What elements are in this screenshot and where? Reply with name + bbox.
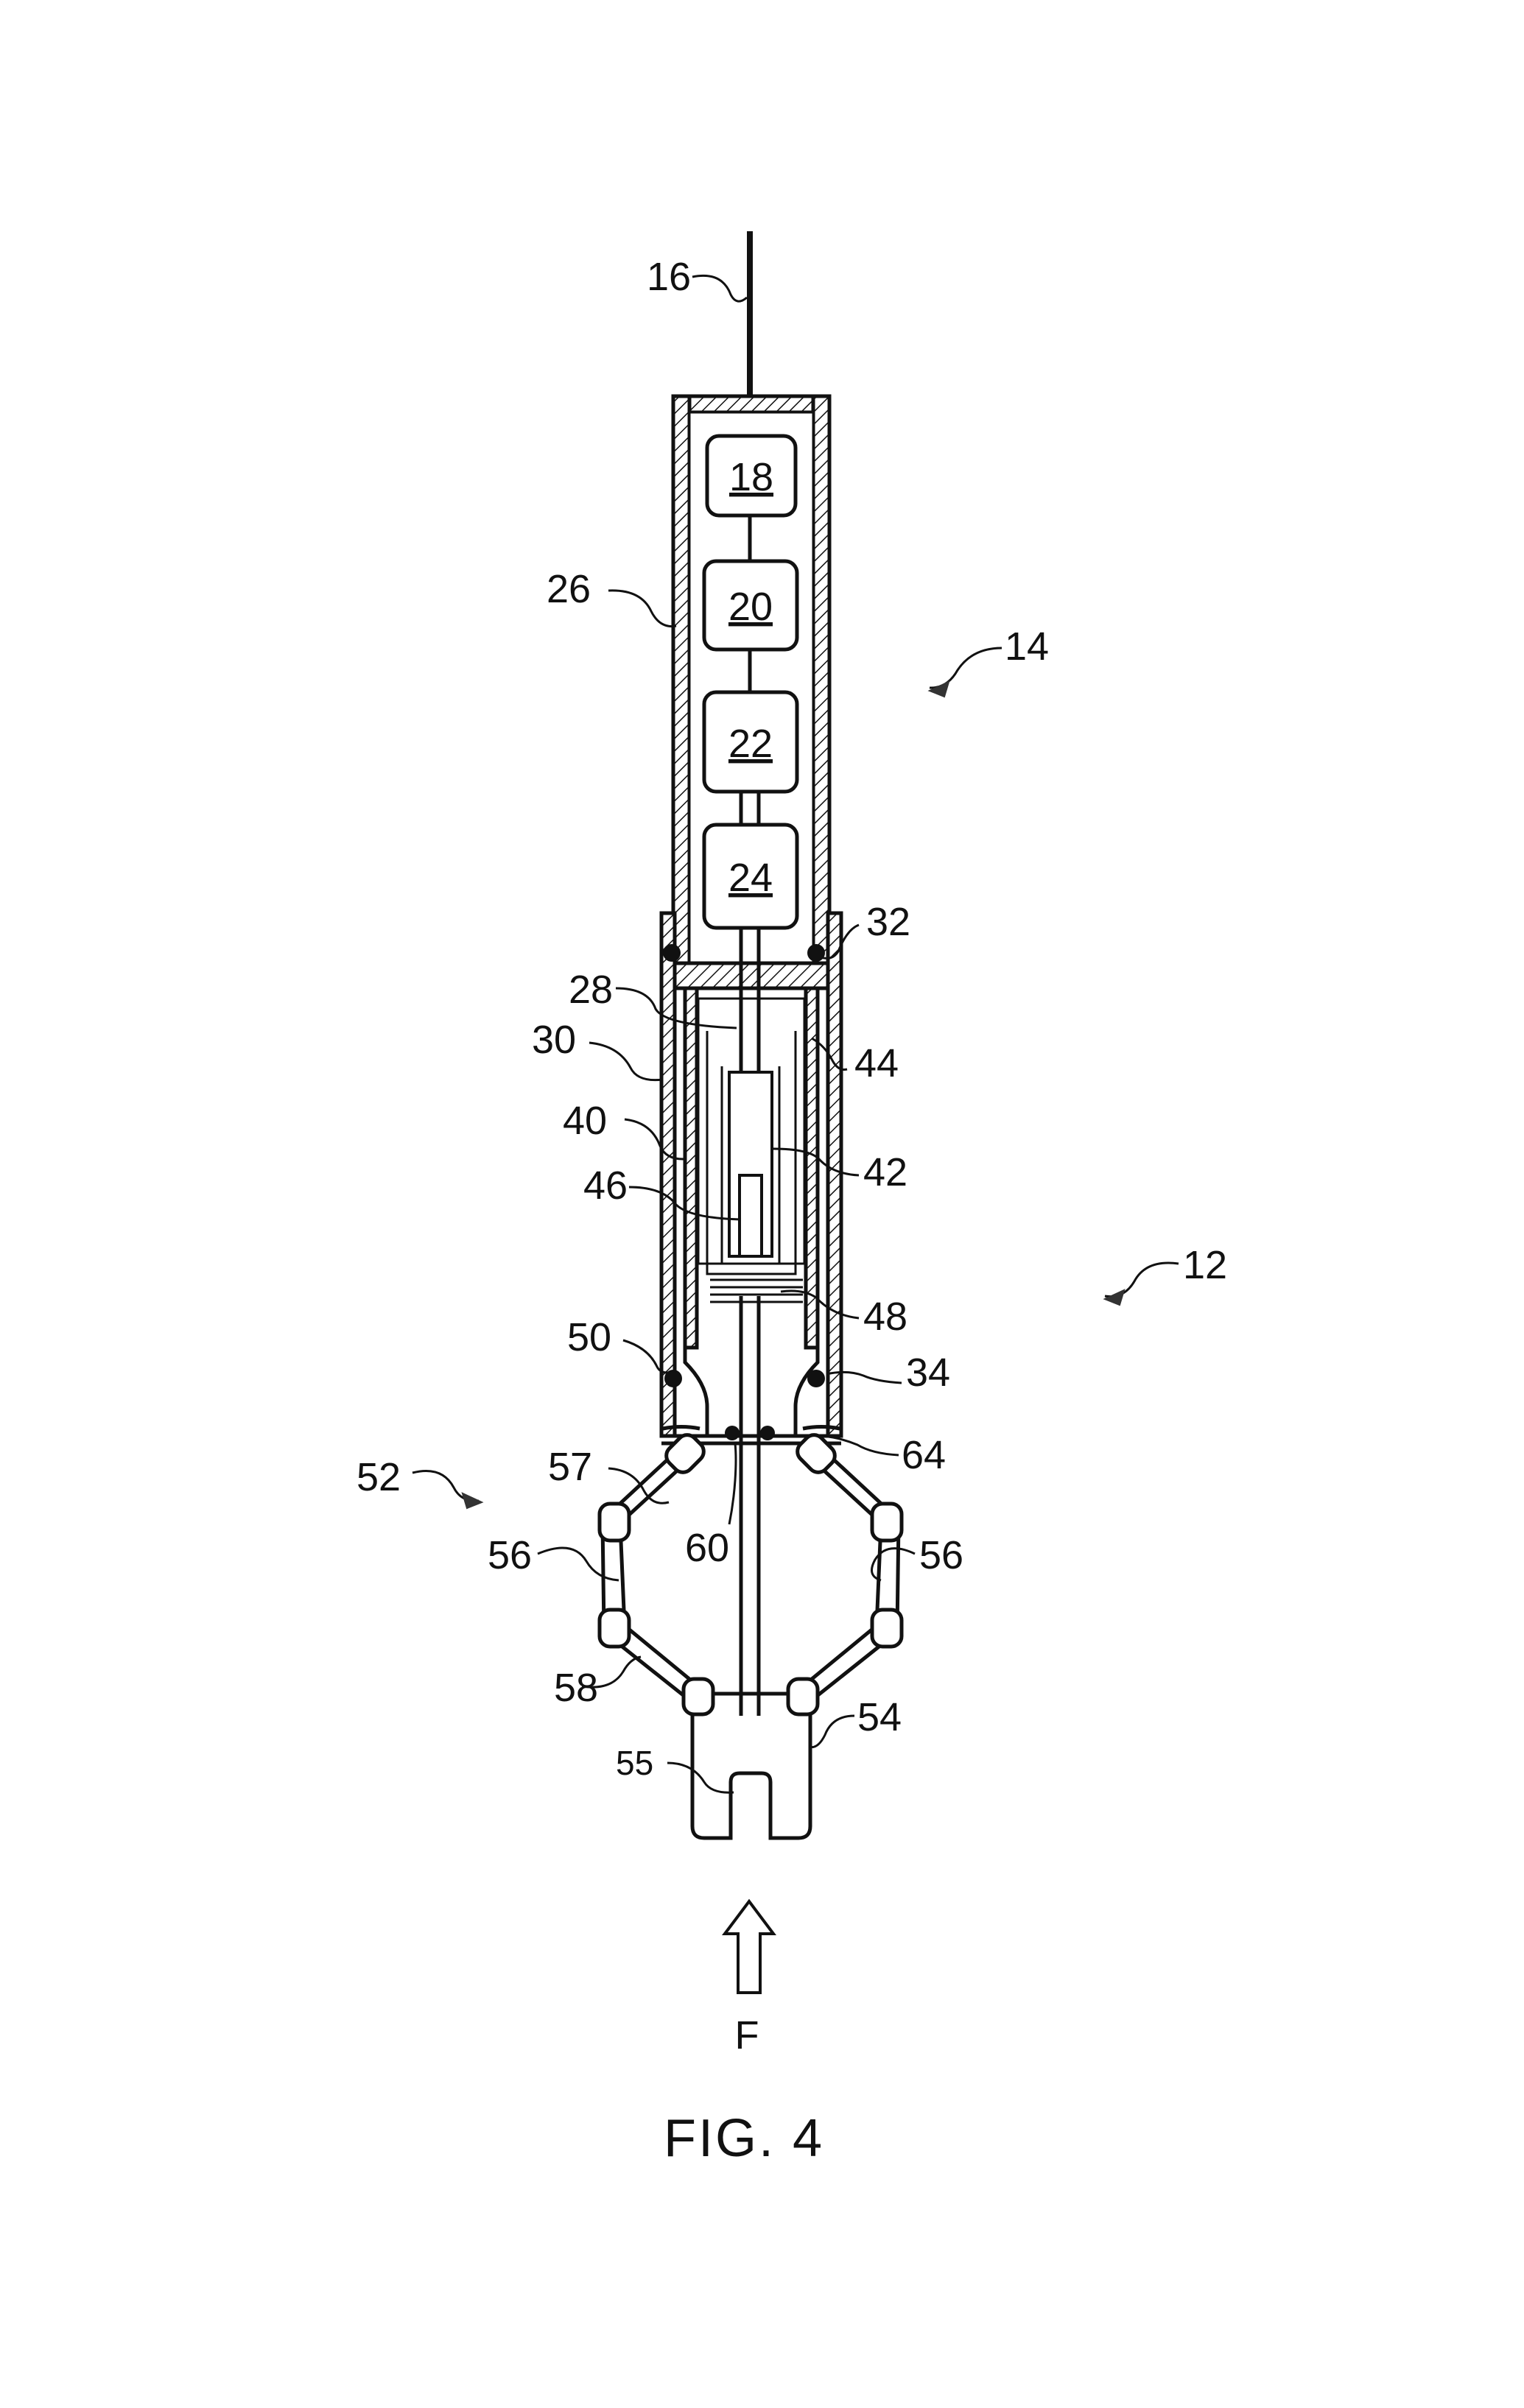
inner-sleeve-40 (683, 986, 820, 1350)
ref-56-left: 56 (488, 1533, 532, 1577)
module-24-box (702, 823, 799, 930)
module-22-label: 22 (728, 722, 773, 766)
spring-48 (710, 1278, 803, 1303)
ref-46: 46 (583, 1163, 628, 1208)
force-label: F (735, 2013, 759, 2057)
module-20-box (702, 559, 799, 652)
seal-60-right (760, 1426, 775, 1440)
arrowhead-52 (461, 1492, 484, 1510)
ref-57: 57 (548, 1445, 592, 1489)
ref-56-right: 56 (919, 1533, 963, 1577)
module-18-box (705, 434, 798, 518)
force-arrow (722, 1898, 776, 1994)
seal-32-left (663, 944, 681, 962)
ref-55: 55 (616, 1744, 653, 1782)
reference-numerals: 16 26 14 32 28 44 30 40 42 46 48 12 50 3… (357, 255, 1227, 1782)
foot-54 (681, 1677, 820, 1840)
ref-14: 14 (1005, 624, 1049, 669)
seal-34-left (664, 1370, 682, 1387)
ref-58: 58 (554, 1666, 598, 1710)
ref-34: 34 (906, 1351, 950, 1395)
seal-34-right (807, 1370, 825, 1387)
ref-30: 30 (532, 1018, 576, 1062)
module-chain: 18 20 22 24 (702, 434, 799, 930)
module-18-label: 18 (729, 455, 773, 499)
ref-16: 16 (647, 255, 691, 299)
cap-plate (673, 961, 830, 990)
module-22-box (702, 690, 799, 794)
ref-42: 42 (863, 1150, 907, 1194)
module-24-label: 24 (728, 856, 773, 900)
seal-32-right (807, 944, 825, 962)
ref-64: 64 (902, 1433, 946, 1477)
ref-44: 44 (854, 1041, 899, 1085)
ref-26: 26 (547, 567, 591, 611)
ref-60: 60 (685, 1526, 729, 1570)
ref-28: 28 (569, 968, 613, 1012)
seal-60-left (725, 1426, 740, 1440)
ref-50: 50 (567, 1315, 611, 1359)
module-20-label: 20 (728, 585, 773, 629)
ref-32: 32 (866, 900, 910, 944)
ref-48: 48 (863, 1295, 907, 1339)
ref-12: 12 (1183, 1243, 1227, 1287)
linkage-52 (597, 1433, 904, 1700)
figure-caption: FIG. 4 (664, 2109, 824, 2168)
outer-sleeve-30 (659, 911, 843, 1438)
lower-body-50 (661, 1296, 841, 1708)
arrowhead-12 (1103, 1289, 1126, 1306)
piston-assembly (720, 1066, 781, 1265)
ref-54: 54 (857, 1695, 902, 1739)
ref-40: 40 (563, 1099, 607, 1143)
arrowhead-14 (927, 680, 950, 698)
leader-lines (412, 274, 1179, 1794)
ref-52: 52 (357, 1455, 401, 1499)
